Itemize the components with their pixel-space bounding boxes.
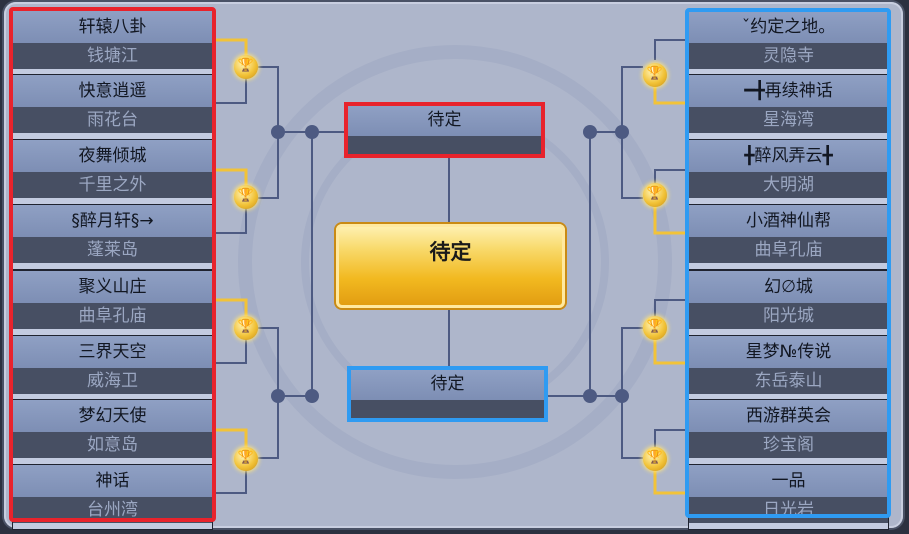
team-name: 轩辕八卦 (13, 11, 212, 43)
team-name: 西游群英会 (689, 400, 888, 432)
right-team-2[interactable]: ━╋再续神话星海湾 (689, 75, 888, 139)
team-server: 钱塘江 (13, 43, 212, 69)
trophy-icon: 🏆 (234, 447, 258, 471)
trophy-icon: 🏆 (643, 183, 667, 207)
right-team-3[interactable]: ╋醉风弄云╋大明湖 (689, 140, 888, 204)
trophy-icon: 🏆 (234, 185, 258, 209)
team-server: 曲阜孔庙 (13, 303, 212, 329)
trophy-icon: 🏆 (643, 447, 667, 471)
team-server: 东岳泰山 (689, 368, 888, 394)
team-name: ━╋再续神话 (689, 75, 888, 107)
right-team-8[interactable]: 一品日光岩 (689, 465, 888, 529)
left-group-highlight (9, 7, 216, 522)
team-server: 日光岩 (689, 497, 888, 523)
team-server: 大明湖 (689, 172, 888, 198)
team-name: ╋醉风弄云╋ (689, 140, 888, 172)
left-team-2[interactable]: 快意逍遥雨花台 (13, 75, 212, 139)
trophy-icon: 🏆 (643, 316, 667, 340)
semifinal-bottom-label: 待定 (351, 370, 544, 400)
team-server: 雨花台 (13, 107, 212, 133)
team-name: 一品 (689, 465, 888, 497)
team-server: 千里之外 (13, 172, 212, 198)
team-server: 星海湾 (689, 107, 888, 133)
team-name: §醉月轩§→ (13, 205, 212, 237)
team-name: 星梦№传说 (689, 336, 888, 368)
right-team-7[interactable]: 西游群英会珍宝阁 (689, 400, 888, 464)
team-name: 聚义山庄 (13, 271, 212, 303)
left-team-1[interactable]: 轩辕八卦钱塘江 (13, 11, 212, 75)
final-label: 待定 (429, 240, 472, 264)
team-server: 灵隐寺 (689, 43, 888, 69)
left-team-3[interactable]: 夜舞倾城千里之外 (13, 140, 212, 204)
semifinal-top-label: 待定 (348, 106, 541, 136)
left-team-5[interactable]: 聚义山庄曲阜孔庙 (13, 271, 212, 335)
team-name: 幻∅城 (689, 271, 888, 303)
semifinal-top-server-slot (348, 136, 541, 154)
semifinal-bottom-slot[interactable]: 待定 (347, 366, 548, 422)
team-server: 如意岛 (13, 432, 212, 458)
trophy-icon: 🏆 (234, 55, 258, 79)
team-server: 蓬莱岛 (13, 237, 212, 263)
team-name: ˇ约定之地。 (689, 11, 888, 43)
semifinal-bottom-server-slot (351, 400, 544, 418)
left-team-7[interactable]: 梦幻天使如意岛 (13, 400, 212, 464)
team-server: 珍宝阁 (689, 432, 888, 458)
right-team-5[interactable]: 幻∅城阳光城 (689, 271, 888, 335)
team-name: 夜舞倾城 (13, 140, 212, 172)
team-name: 梦幻天使 (13, 400, 212, 432)
team-server: 阳光城 (689, 303, 888, 329)
right-group-highlight (685, 8, 891, 518)
team-name: 神话 (13, 465, 212, 497)
team-name: 小酒神仙帮 (689, 205, 888, 237)
team-name: 快意逍遥 (13, 75, 212, 107)
team-server: 威海卫 (13, 368, 212, 394)
right-team-1[interactable]: ˇ约定之地。灵隐寺 (689, 11, 888, 75)
team-name: 三界天空 (13, 336, 212, 368)
semifinal-top-slot[interactable]: 待定 (344, 102, 545, 158)
trophy-icon: 🏆 (643, 63, 667, 87)
team-server: 曲阜孔庙 (689, 237, 888, 263)
left-team-6[interactable]: 三界天空威海卫 (13, 336, 212, 400)
final-slot[interactable]: 待定 (336, 224, 565, 308)
right-team-4[interactable]: 小酒神仙帮曲阜孔庙 (689, 205, 888, 269)
right-team-6[interactable]: 星梦№传说东岳泰山 (689, 336, 888, 400)
left-team-4[interactable]: §醉月轩§→蓬莱岛 (13, 205, 212, 269)
trophy-icon: 🏆 (234, 316, 258, 340)
